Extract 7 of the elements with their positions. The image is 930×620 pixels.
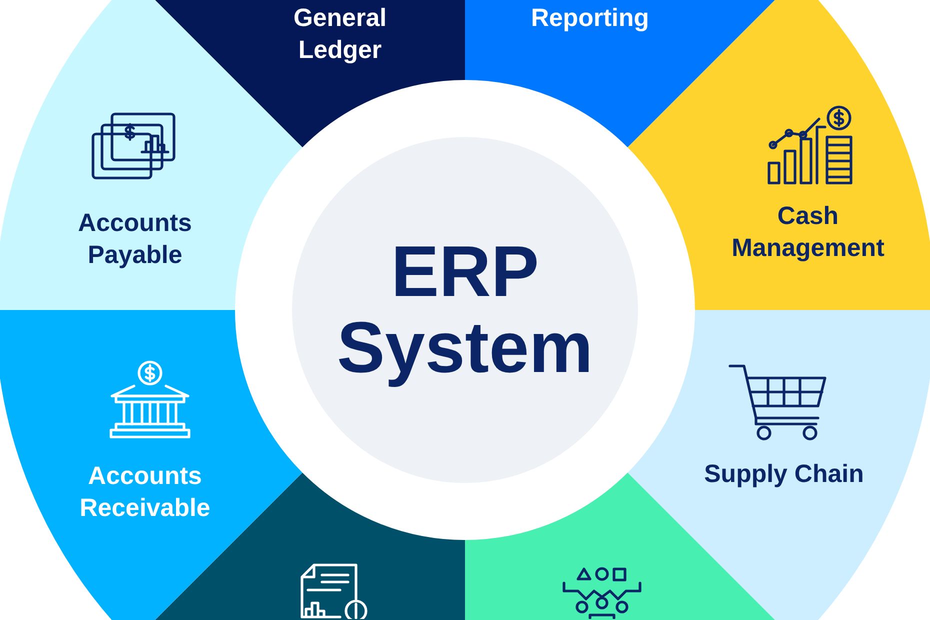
segment-label: Accounts Receivable	[78, 461, 212, 524]
segment-label: General Ledger	[292, 3, 388, 66]
segment-label: Accounts Payable	[77, 208, 193, 271]
segment-label: Cash Management	[730, 201, 886, 264]
center-title: ERP System	[336, 234, 594, 386]
segment-label: Supply Chain	[703, 459, 865, 490]
segment-label: Reporting	[530, 3, 650, 34]
